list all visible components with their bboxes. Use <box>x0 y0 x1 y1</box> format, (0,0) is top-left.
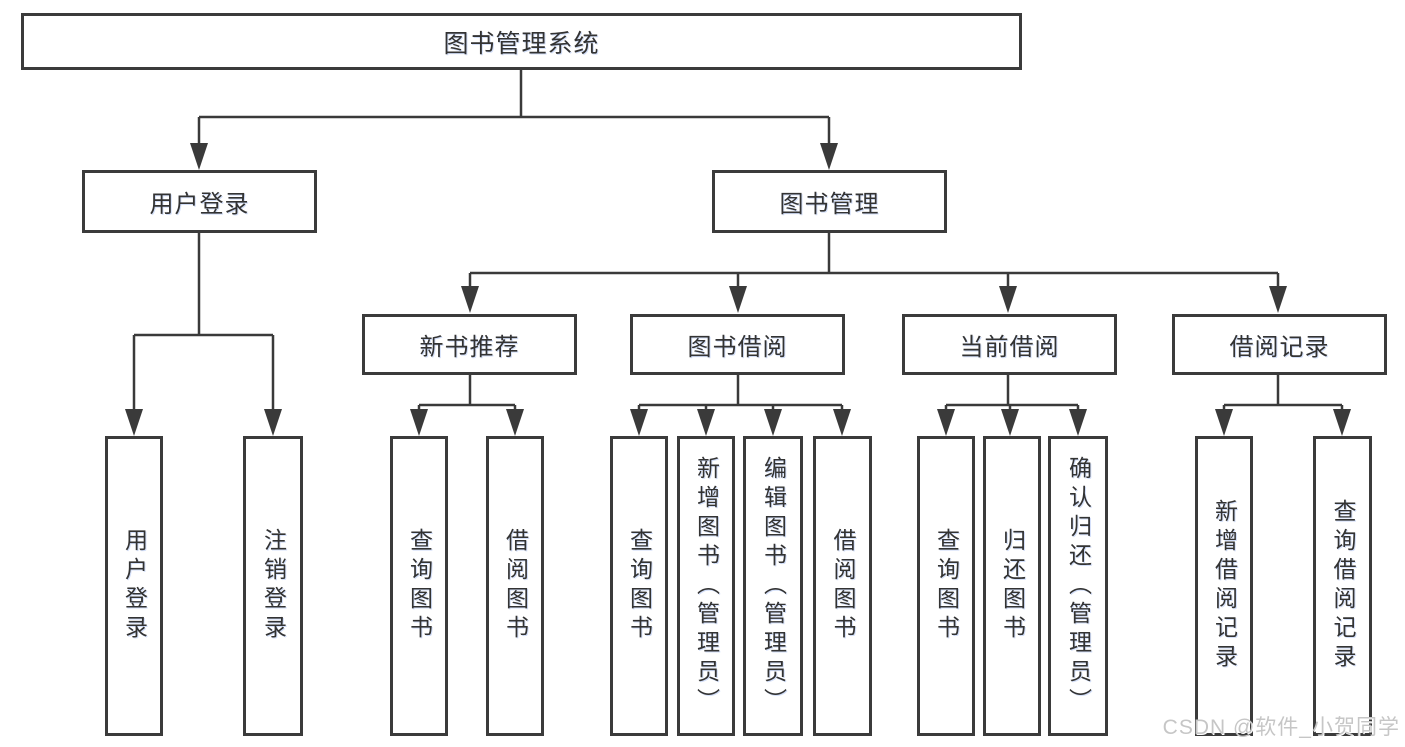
connector-root-to-level2 <box>197 67 831 148</box>
leaf-edit-books-admin-label: 编辑图书（管理员） <box>760 455 787 717</box>
arrow-down-icon <box>630 409 648 436</box>
node-borrow-records: 借阅记录 <box>1172 314 1387 375</box>
node-book-borrow: 图书借阅 <box>630 314 845 375</box>
node-borrow-records-label: 借阅记录 <box>1229 334 1330 361</box>
arrow-down-icon <box>1001 409 1019 436</box>
node-user-login: 用户登录 <box>82 170 317 233</box>
node-book-management-label: 图书管理 <box>779 191 880 218</box>
leaf-query-books-current: 查询图书 <box>917 436 975 736</box>
arrow-down-icon <box>729 286 747 313</box>
leaf-query-borrow-record: 查询借阅记录 <box>1313 436 1372 736</box>
node-user-login-label: 用户登录 <box>149 191 250 218</box>
leaf-borrow-books: 借阅图书 <box>813 436 872 736</box>
leaf-query-borrow-record-label: 查询借阅记录 <box>1330 499 1356 673</box>
node-new-book-recommend: 新书推荐 <box>362 314 577 375</box>
leaf-add-books-admin: 新增图书（管理员） <box>677 436 735 736</box>
leaf-return-books-label: 归还图书 <box>999 528 1026 644</box>
connector-borrow-records-children <box>1222 375 1344 415</box>
leaf-add-borrow-record-label: 新增借阅记录 <box>1211 499 1238 673</box>
arrow-down-icon <box>937 409 955 436</box>
leaf-query-books-recommend: 查询图书 <box>390 436 448 736</box>
arrow-down-icon <box>697 409 715 436</box>
leaf-borrow-books-recommend-label: 借阅图书 <box>502 528 529 644</box>
arrow-down-icon <box>1269 286 1287 313</box>
arrow-down-icon <box>833 409 851 436</box>
leaf-logout-label: 注销登录 <box>260 528 287 644</box>
arrow-down-icon <box>461 286 479 313</box>
connector-new-book-children <box>417 375 517 415</box>
leaf-query-books-recommend-label: 查询图书 <box>406 528 433 644</box>
leaf-query-books-current-label: 查询图书 <box>933 528 960 644</box>
arrow-down-icon <box>1333 409 1351 436</box>
arrow-down-icon <box>506 409 524 436</box>
watermark-text: CSDN @软件_小贺同学 <box>1162 716 1400 739</box>
leaf-return-books: 归还图书 <box>983 436 1041 736</box>
node-book-borrow-label: 图书借阅 <box>687 334 788 361</box>
leaf-edit-books-admin: 编辑图书（管理员） <box>743 436 803 736</box>
arrow-down-icon <box>125 409 143 436</box>
connector-user-login-children <box>132 233 275 415</box>
arrowheads <box>125 143 1351 436</box>
node-book-management: 图书管理 <box>712 170 947 233</box>
node-root: 图书管理系统 <box>21 13 1022 70</box>
connector-book-mgmt-children <box>468 233 1280 292</box>
leaf-user-login: 用户登录 <box>105 436 163 736</box>
arrow-down-icon <box>1215 409 1233 436</box>
arrow-down-icon <box>190 143 208 170</box>
connector-book-borrow-children <box>637 375 844 415</box>
leaf-borrow-books-label: 借阅图书 <box>830 528 856 644</box>
node-new-book-recommend-label: 新书推荐 <box>419 334 520 361</box>
arrow-down-icon <box>1069 409 1087 436</box>
leaf-confirm-return-admin: 确认归还（管理员） <box>1048 436 1108 736</box>
leaf-borrow-books-recommend: 借阅图书 <box>486 436 544 736</box>
arrow-down-icon <box>764 409 782 436</box>
arrow-down-icon <box>999 286 1017 313</box>
leaf-add-borrow-record: 新增借阅记录 <box>1195 436 1253 736</box>
leaf-add-books-admin-label: 新增图书（管理员） <box>693 455 720 717</box>
leaf-query-books-borrow: 查询图书 <box>610 436 668 736</box>
arrow-down-icon <box>820 143 838 170</box>
leaf-logout: 注销登录 <box>243 436 303 736</box>
node-root-label: 图书管理系统 <box>443 29 600 58</box>
leaf-user-login-label: 用户登录 <box>121 528 148 644</box>
arrow-down-icon <box>264 409 282 436</box>
node-current-borrow-label: 当前借阅 <box>959 334 1060 361</box>
arrow-down-icon <box>410 409 428 436</box>
leaf-query-books-borrow-label: 查询图书 <box>626 528 653 644</box>
leaf-confirm-return-admin-label: 确认归还（管理员） <box>1065 455 1092 717</box>
node-current-borrow: 当前借阅 <box>902 314 1117 375</box>
